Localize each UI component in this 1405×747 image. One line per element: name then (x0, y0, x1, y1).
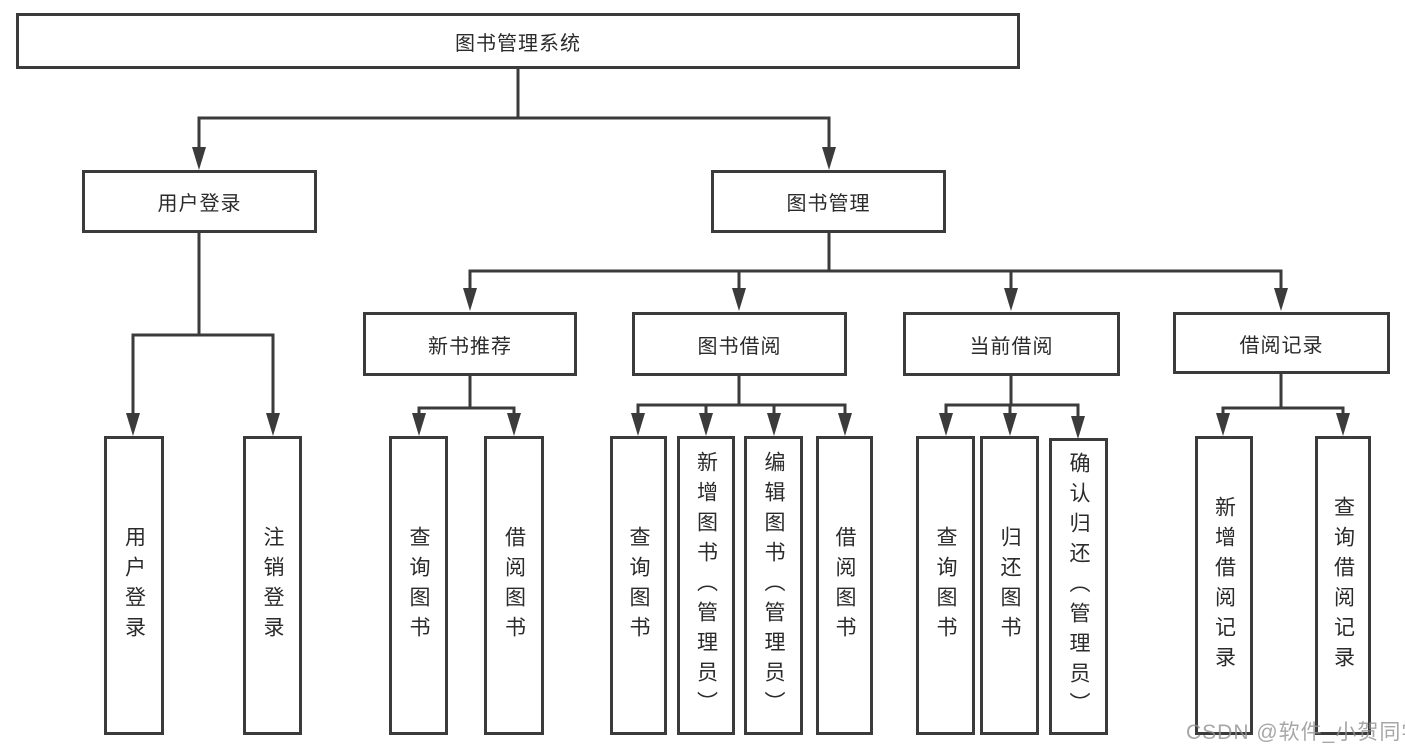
leaf-recommend-borrow-book: 借阅图书 (484, 436, 544, 735)
leaf-logout: 注销登录 (243, 436, 302, 735)
node-current-borrow: 当前借阅 (903, 312, 1120, 376)
leaf-current-query-book: 查询图书 (916, 436, 975, 735)
leaf-current-return-book: 归还图书 (980, 436, 1039, 735)
leaf-borrow-edit-book-admin: 编辑图书（管理员） (744, 436, 803, 735)
leaf-records-add-record: 新增借阅记录 (1195, 436, 1253, 735)
leaf-current-confirm-return-admin: 确认归还（管理员） (1049, 438, 1108, 735)
node-system-root: 图书管理系统 (16, 13, 1020, 69)
leaf-borrow-query-book: 查询图书 (610, 436, 667, 735)
node-user-login: 用户登录 (82, 170, 317, 233)
leaf-records-query-record: 查询借阅记录 (1315, 436, 1371, 735)
leaf-user-login: 用户登录 (104, 436, 164, 735)
node-borrow-records: 借阅记录 (1173, 312, 1390, 374)
node-new-book-recommend: 新书推荐 (363, 312, 577, 376)
leaf-borrow-borrow-book: 借阅图书 (816, 436, 873, 735)
node-book-borrow: 图书借阅 (632, 312, 847, 376)
node-book-management: 图书管理 (711, 170, 946, 233)
leaf-borrow-add-book-admin: 新增图书（管理员） (677, 436, 735, 735)
leaf-recommend-query-book: 查询图书 (389, 436, 448, 735)
watermark: CSDN @软件_小贺同学 (1186, 721, 1405, 744)
